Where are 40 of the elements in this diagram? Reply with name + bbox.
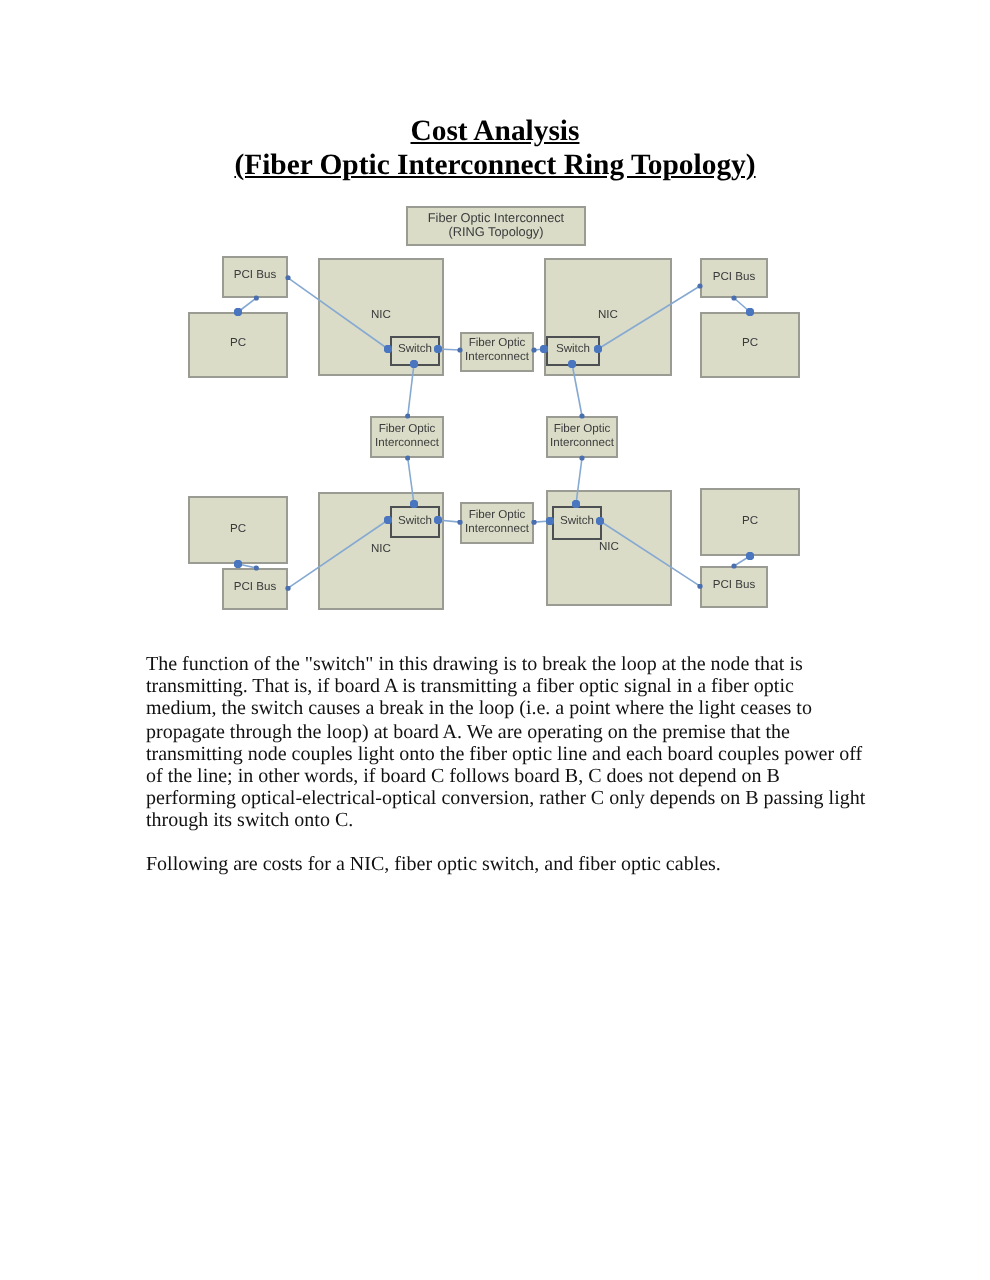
switch-box [546, 336, 600, 366]
connector-line [433, 344, 463, 354]
connector-line [571, 455, 585, 509]
switch-box [552, 506, 602, 540]
page-title: Cost Analysis [410, 116, 580, 150]
pc-box [700, 488, 800, 556]
interconnect-box [460, 502, 534, 544]
connector-line [567, 359, 585, 419]
connector-line [405, 455, 419, 509]
diagram-heading-box [406, 206, 586, 246]
interconnect-box [370, 416, 444, 458]
connector-line [531, 516, 555, 526]
switch-box [390, 336, 440, 366]
connector-line [593, 283, 703, 354]
interconnect-box [546, 416, 618, 458]
nic-box [546, 490, 672, 606]
connector-line [731, 551, 755, 569]
nic-box [318, 492, 444, 610]
connector-line [285, 515, 393, 591]
pc-box [188, 312, 288, 378]
nic-box [318, 258, 444, 376]
pc-box [700, 312, 800, 378]
connector-line [405, 359, 419, 419]
connector-line [433, 515, 463, 525]
nic-box [544, 258, 672, 376]
pci-bus-box [700, 258, 768, 298]
pc-box [188, 496, 288, 564]
switch-box [390, 506, 440, 538]
connector-line [595, 516, 703, 589]
connector-line [531, 344, 549, 354]
connector-line [233, 559, 259, 571]
pci-bus-box [222, 568, 288, 610]
pci-bus-box [700, 566, 768, 608]
body-paragraph: The function of the "switch" in this drawing is to break the loop at the node that is transmitting. That is, if board A is transmitting a fiber optic signal in a fiber optic medium, the switch causes a break in the loop (i.e. a point where the light ceases to propagate through the loop) at board A. We are operating on the premise that the transmitting node couples light onto the fiber optic line and each board couples power off of the line; in other words, if board C follows board B, C does not depend on B performing optical-electrical-optical conversion, rather C only depends on B passing light through its switch onto C. [146, 654, 868, 834]
pci-bus-box [222, 256, 288, 298]
connector-line [731, 295, 755, 317]
body-paragraph: Following are costs for a NIC, fiber optic switch, and fiber optic cables. [146, 854, 721, 877]
connector-line [285, 275, 393, 354]
page-subtitle: (Fiber Optic Interconnect Ring Topology) [234, 150, 756, 184]
connector-line [233, 295, 259, 317]
